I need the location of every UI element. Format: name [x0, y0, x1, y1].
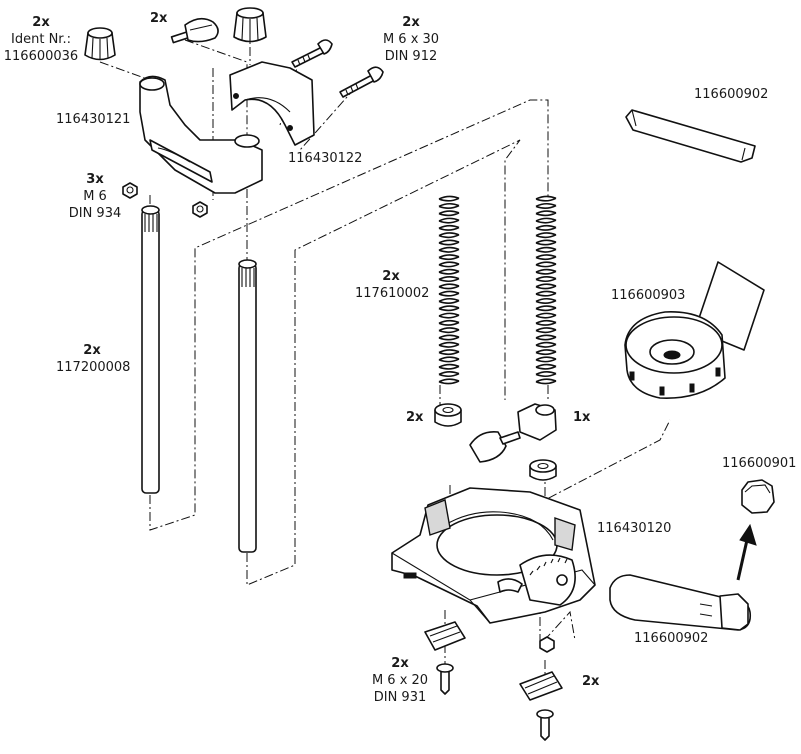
label-line: M 6 x 30	[382, 32, 440, 47]
dust-hood-116600903	[624, 261, 765, 399]
part-number: 116430121	[56, 112, 131, 127]
label-washers: 2x	[406, 409, 423, 426]
springs-117610002	[438, 195, 557, 385]
label-base: 116430120	[597, 520, 671, 537]
part-number: 116600903	[611, 288, 686, 303]
part-number: 116600036	[3, 49, 79, 64]
part-number: 117200008	[56, 360, 131, 375]
label-handle: 116600902	[634, 630, 708, 647]
qty: 2x	[406, 410, 424, 425]
feet-right	[519, 636, 563, 741]
qty: 1x	[573, 410, 591, 425]
nuts-m6	[122, 182, 208, 218]
part-number: 116600902	[634, 631, 709, 646]
feet-left	[424, 621, 466, 695]
cap-116600901	[741, 479, 775, 514]
label-clamp-right: 116430122	[288, 150, 362, 167]
label-knob: 2x Ident Nr.: 116600036	[0, 14, 82, 65]
label-wrench: 116600902	[694, 86, 768, 103]
qty: 2x	[150, 11, 168, 26]
qty: 2x	[402, 15, 420, 30]
thumbscrew-top	[170, 17, 219, 44]
label-thumb-block: 1x	[573, 409, 590, 426]
label-clamp-left: 116430121	[56, 111, 130, 128]
washers	[434, 403, 557, 481]
clamp-116430121	[139, 75, 263, 194]
label-line: DIN 934	[68, 206, 122, 221]
qty: 2x	[391, 656, 409, 671]
label-line: M 6 x 20	[371, 673, 429, 688]
label-cap: 116600901	[722, 455, 796, 472]
label-feet-right: 2x	[582, 673, 599, 690]
base-116430120	[391, 487, 596, 624]
label-line: M 6	[83, 189, 107, 204]
part-number: 116600902	[694, 87, 769, 102]
label-springs: 2x 117610002	[355, 268, 430, 302]
qty: 2x	[32, 15, 50, 30]
hex-wrench	[625, 109, 756, 163]
qty: 3x	[86, 172, 104, 187]
arrow-icon	[736, 523, 757, 581]
label-rods: 2x 117200008	[56, 342, 131, 376]
knob-top	[233, 7, 267, 43]
rods-117200008	[141, 205, 257, 553]
knob-116600036	[84, 27, 116, 61]
label-line: DIN 931	[373, 690, 427, 705]
qty: 2x	[83, 343, 101, 358]
handle-116600902	[609, 574, 752, 631]
part-number: 117610002	[355, 286, 430, 301]
label-line: Ident Nr.:	[11, 32, 71, 47]
qty: 2x	[382, 269, 400, 284]
label-feet-left: 2x M 6 x 20 DIN 931	[364, 655, 436, 706]
part-number: 116430120	[597, 521, 672, 536]
label-dust-hood: 116600903	[611, 287, 685, 304]
clamp-116430122	[229, 61, 315, 146]
thumb-block	[469, 403, 557, 463]
label-thumbscrew-top: 2x	[150, 10, 167, 27]
label-line: DIN 912	[384, 49, 438, 64]
label-screws-top: 2x M 6 x 30 DIN 912	[378, 14, 444, 65]
qty: 2x	[582, 674, 600, 689]
part-number: 116430122	[288, 151, 363, 166]
label-nuts-top: 3x M 6 DIN 934	[62, 171, 128, 222]
part-number: 116600901	[722, 456, 797, 471]
screws-m6x30	[291, 39, 384, 98]
